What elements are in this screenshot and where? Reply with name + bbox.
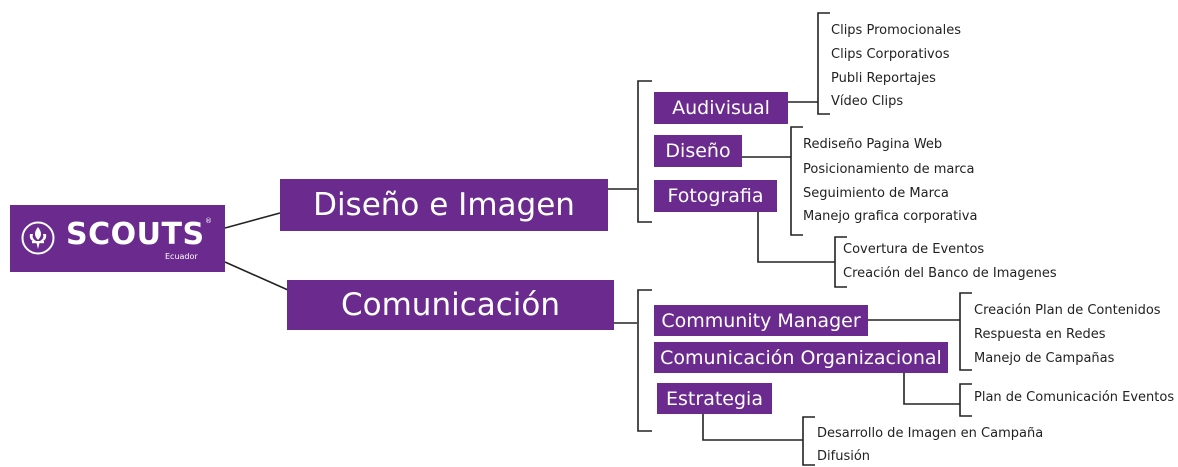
leaf-item: Rediseño Pagina Web <box>803 137 943 152</box>
node-community-manager: Community Manager <box>654 305 868 336</box>
leaf-item: Desarrollo de Imagen en Campaña <box>817 426 1044 441</box>
leaf-item: Vídeo Clips <box>831 94 904 109</box>
node-estrategia: Estrategia <box>657 383 772 414</box>
connector-logo-diseno <box>224 212 281 229</box>
leaf-item: Creación Plan de Contenidos <box>974 303 1161 318</box>
logo-subtitle: Ecuador <box>165 252 198 261</box>
bracket-estrategia-items <box>802 416 815 466</box>
bracket-organizacional-items <box>959 383 972 417</box>
connector-organizacional <box>903 372 960 405</box>
leaf-item: Clips Corporativos <box>831 47 950 62</box>
bracket-community-items <box>959 292 972 371</box>
bracket-fotografia-items <box>834 236 847 288</box>
connector-logo-comunicacion <box>224 261 289 291</box>
leaf-item: Publi Reportajes <box>831 71 936 86</box>
node-comunicacion-organizacional: Comunicación Organizacional <box>654 342 948 373</box>
connector-fotografia <box>757 210 835 263</box>
branch-diseno-imagen: Diseño e Imagen <box>280 179 608 231</box>
node-audivisual: Audivisual <box>654 92 788 124</box>
bracket-diseno-items <box>790 126 803 236</box>
bracket-audivisual-items <box>817 12 830 115</box>
branch-comunicacion: Comunicación <box>287 280 614 330</box>
leaf-item: Covertura de Eventos <box>843 242 985 257</box>
node-diseno: Diseño <box>654 135 742 167</box>
bracket-diseno-children <box>637 80 652 223</box>
node-fotografia: Fotografia <box>654 180 777 212</box>
leaf-item: Seguimiento de Marca <box>803 186 949 201</box>
bracket-comunicacion-children <box>637 289 652 432</box>
leaf-item: Manejo grafica corporativa <box>803 209 978 224</box>
branch-label: Comunicación <box>340 287 561 323</box>
leaf-item: Manejo de Campañas <box>974 351 1115 366</box>
leaf-item: Plan de Comunicación Eventos <box>974 390 1175 405</box>
connector-estrategia <box>702 413 803 441</box>
scouts-logo: SCOUTS ® Ecuador <box>10 205 225 272</box>
leaf-item: Creación del Banco de Imagenes <box>843 266 1057 281</box>
leaf-item: Posicionamiento de marca <box>803 162 975 177</box>
leaf-item: Clips Promocionales <box>831 23 961 38</box>
fleur-de-lis-icon <box>21 221 55 255</box>
branch-label: Diseño e Imagen <box>313 187 575 223</box>
logo-wordmark: SCOUTS <box>66 217 205 252</box>
leaf-item: Difusión <box>817 449 871 464</box>
leaf-item: Respuesta en Redes <box>974 327 1106 342</box>
logo-registered-mark: ® <box>205 217 212 225</box>
